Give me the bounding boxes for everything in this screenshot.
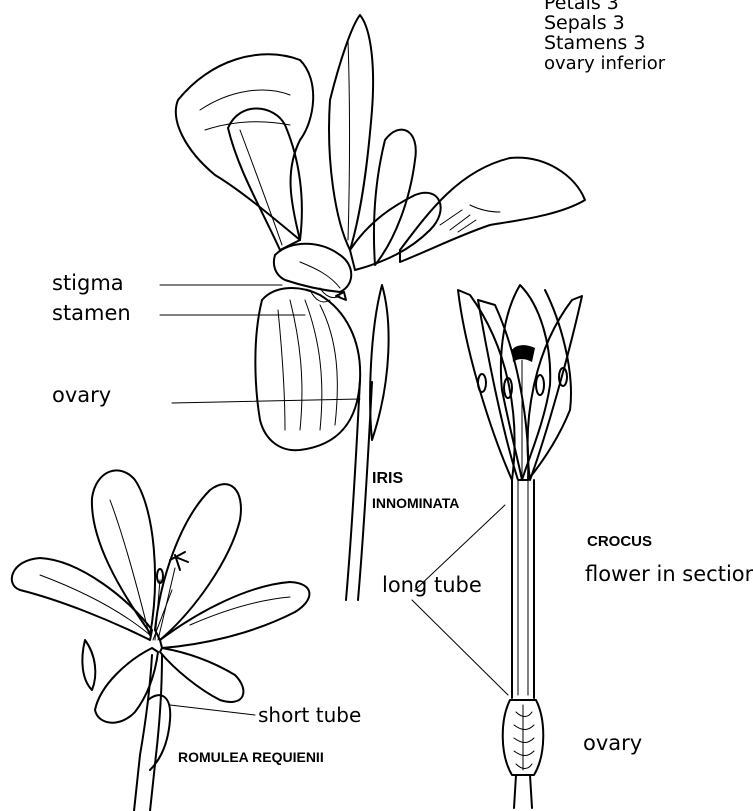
- legend-sepals: Sepals 3: [544, 12, 625, 34]
- crocus-title: CROCUS: [587, 533, 652, 550]
- romulea-title: ROMULEA REQUIENII: [178, 749, 324, 765]
- crocus-drawing: [458, 285, 582, 808]
- iris-title-species: INNOMINATA: [372, 495, 459, 511]
- label-ovary-iris: ovary: [52, 383, 111, 407]
- iris-drawing: [176, 15, 585, 600]
- long-tube-leader-lower: [412, 600, 508, 695]
- label-stigma: stigma: [52, 271, 124, 295]
- label-stamen: stamen: [52, 301, 131, 325]
- crocus-subtitle: flower in section: [585, 562, 753, 586]
- iris-title-genus: IRIS: [372, 470, 403, 487]
- label-short-tube: short tube: [258, 703, 361, 727]
- legend: Petals 3 Sepals 3 Stamens 3 ovary inferi…: [544, 0, 666, 74]
- short-tube-leader: [170, 705, 255, 715]
- ovary-leader: [172, 399, 360, 403]
- label-ovary-crocus: ovary: [583, 731, 642, 755]
- legend-ovary: ovary inferior: [544, 53, 666, 74]
- legend-stamens: Stamens 3: [544, 32, 645, 54]
- label-long-tube: long tube: [382, 573, 482, 597]
